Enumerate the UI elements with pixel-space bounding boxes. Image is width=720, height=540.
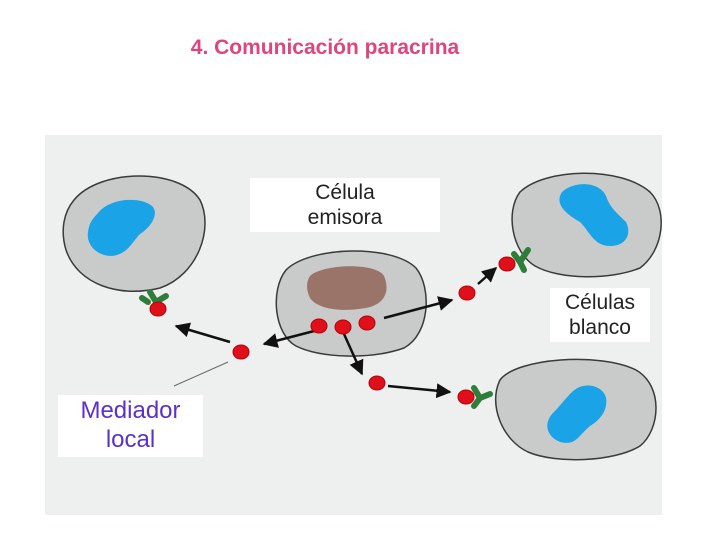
arrow bbox=[174, 322, 231, 344]
nucleus-icon bbox=[307, 266, 387, 310]
signal-molecule-icon bbox=[149, 301, 167, 317]
local-mediator-label: Mediador local bbox=[58, 395, 203, 457]
target-cell-bottom-right bbox=[495, 358, 657, 461]
receptor-icon bbox=[139, 289, 169, 305]
diagram-title: 4. Comunicación paracrina bbox=[190, 36, 460, 59]
arrow bbox=[387, 383, 452, 399]
emitter-cell bbox=[275, 250, 427, 357]
arrow bbox=[262, 328, 319, 348]
signal-molecule-icon bbox=[334, 319, 352, 335]
arrow bbox=[342, 333, 364, 376]
signal-molecule-icon bbox=[310, 318, 328, 334]
receptor-icon bbox=[511, 247, 531, 273]
nucleus-icon bbox=[87, 199, 155, 256]
nucleus-icon bbox=[547, 385, 607, 443]
signal-molecule-icon bbox=[368, 375, 386, 391]
signal-molecule-icon bbox=[498, 256, 516, 272]
nucleus-icon bbox=[559, 184, 629, 246]
signal-molecule-icon bbox=[457, 389, 475, 405]
receptor-icon bbox=[471, 385, 493, 409]
signal-molecule-icon bbox=[458, 285, 476, 301]
arrow bbox=[383, 296, 454, 320]
target-cells-label: Células blanco bbox=[550, 288, 650, 343]
emitter-cell-label: Célula emisora bbox=[250, 178, 440, 233]
mediator-molecules bbox=[149, 256, 516, 405]
mediator-leader-line bbox=[173, 361, 229, 387]
signal-molecule-icon bbox=[232, 344, 250, 360]
target-cell-top-right bbox=[511, 172, 662, 278]
target-cell-top-left bbox=[62, 175, 206, 292]
arrow bbox=[477, 267, 498, 285]
signal-molecule-icon bbox=[358, 315, 376, 331]
